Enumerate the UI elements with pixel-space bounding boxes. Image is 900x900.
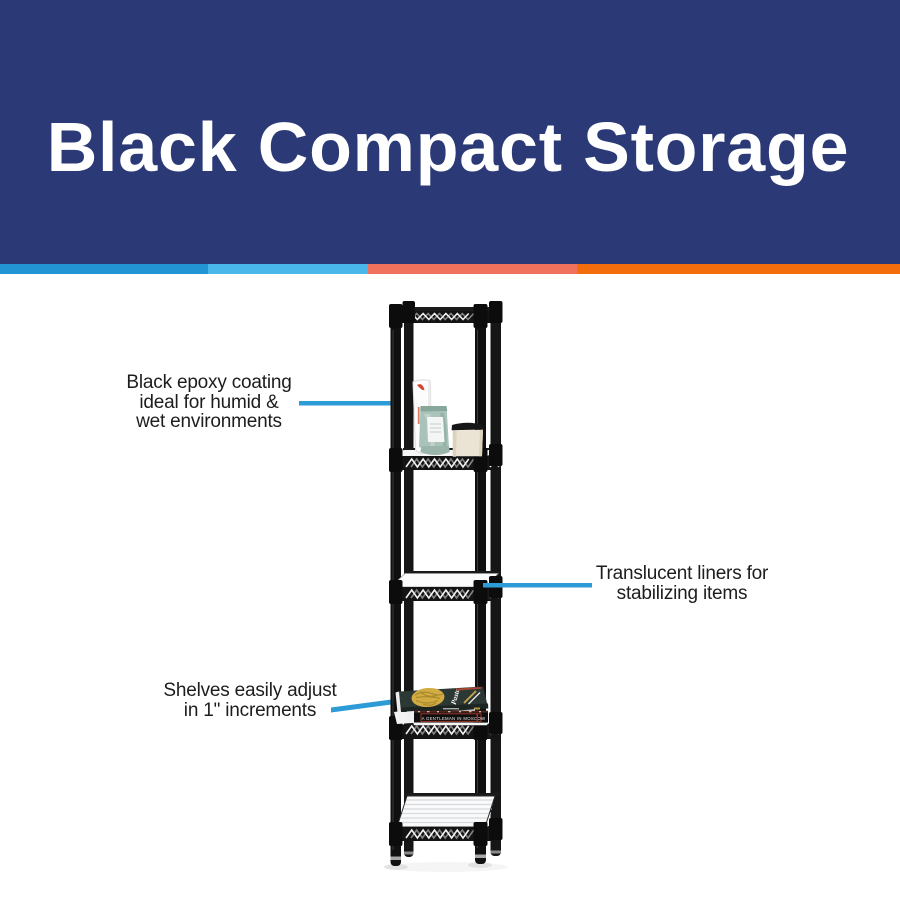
svg-text:A GENTLEMAN IN MOSCOW: A GENTLEMAN IN MOSCOW bbox=[422, 716, 486, 721]
